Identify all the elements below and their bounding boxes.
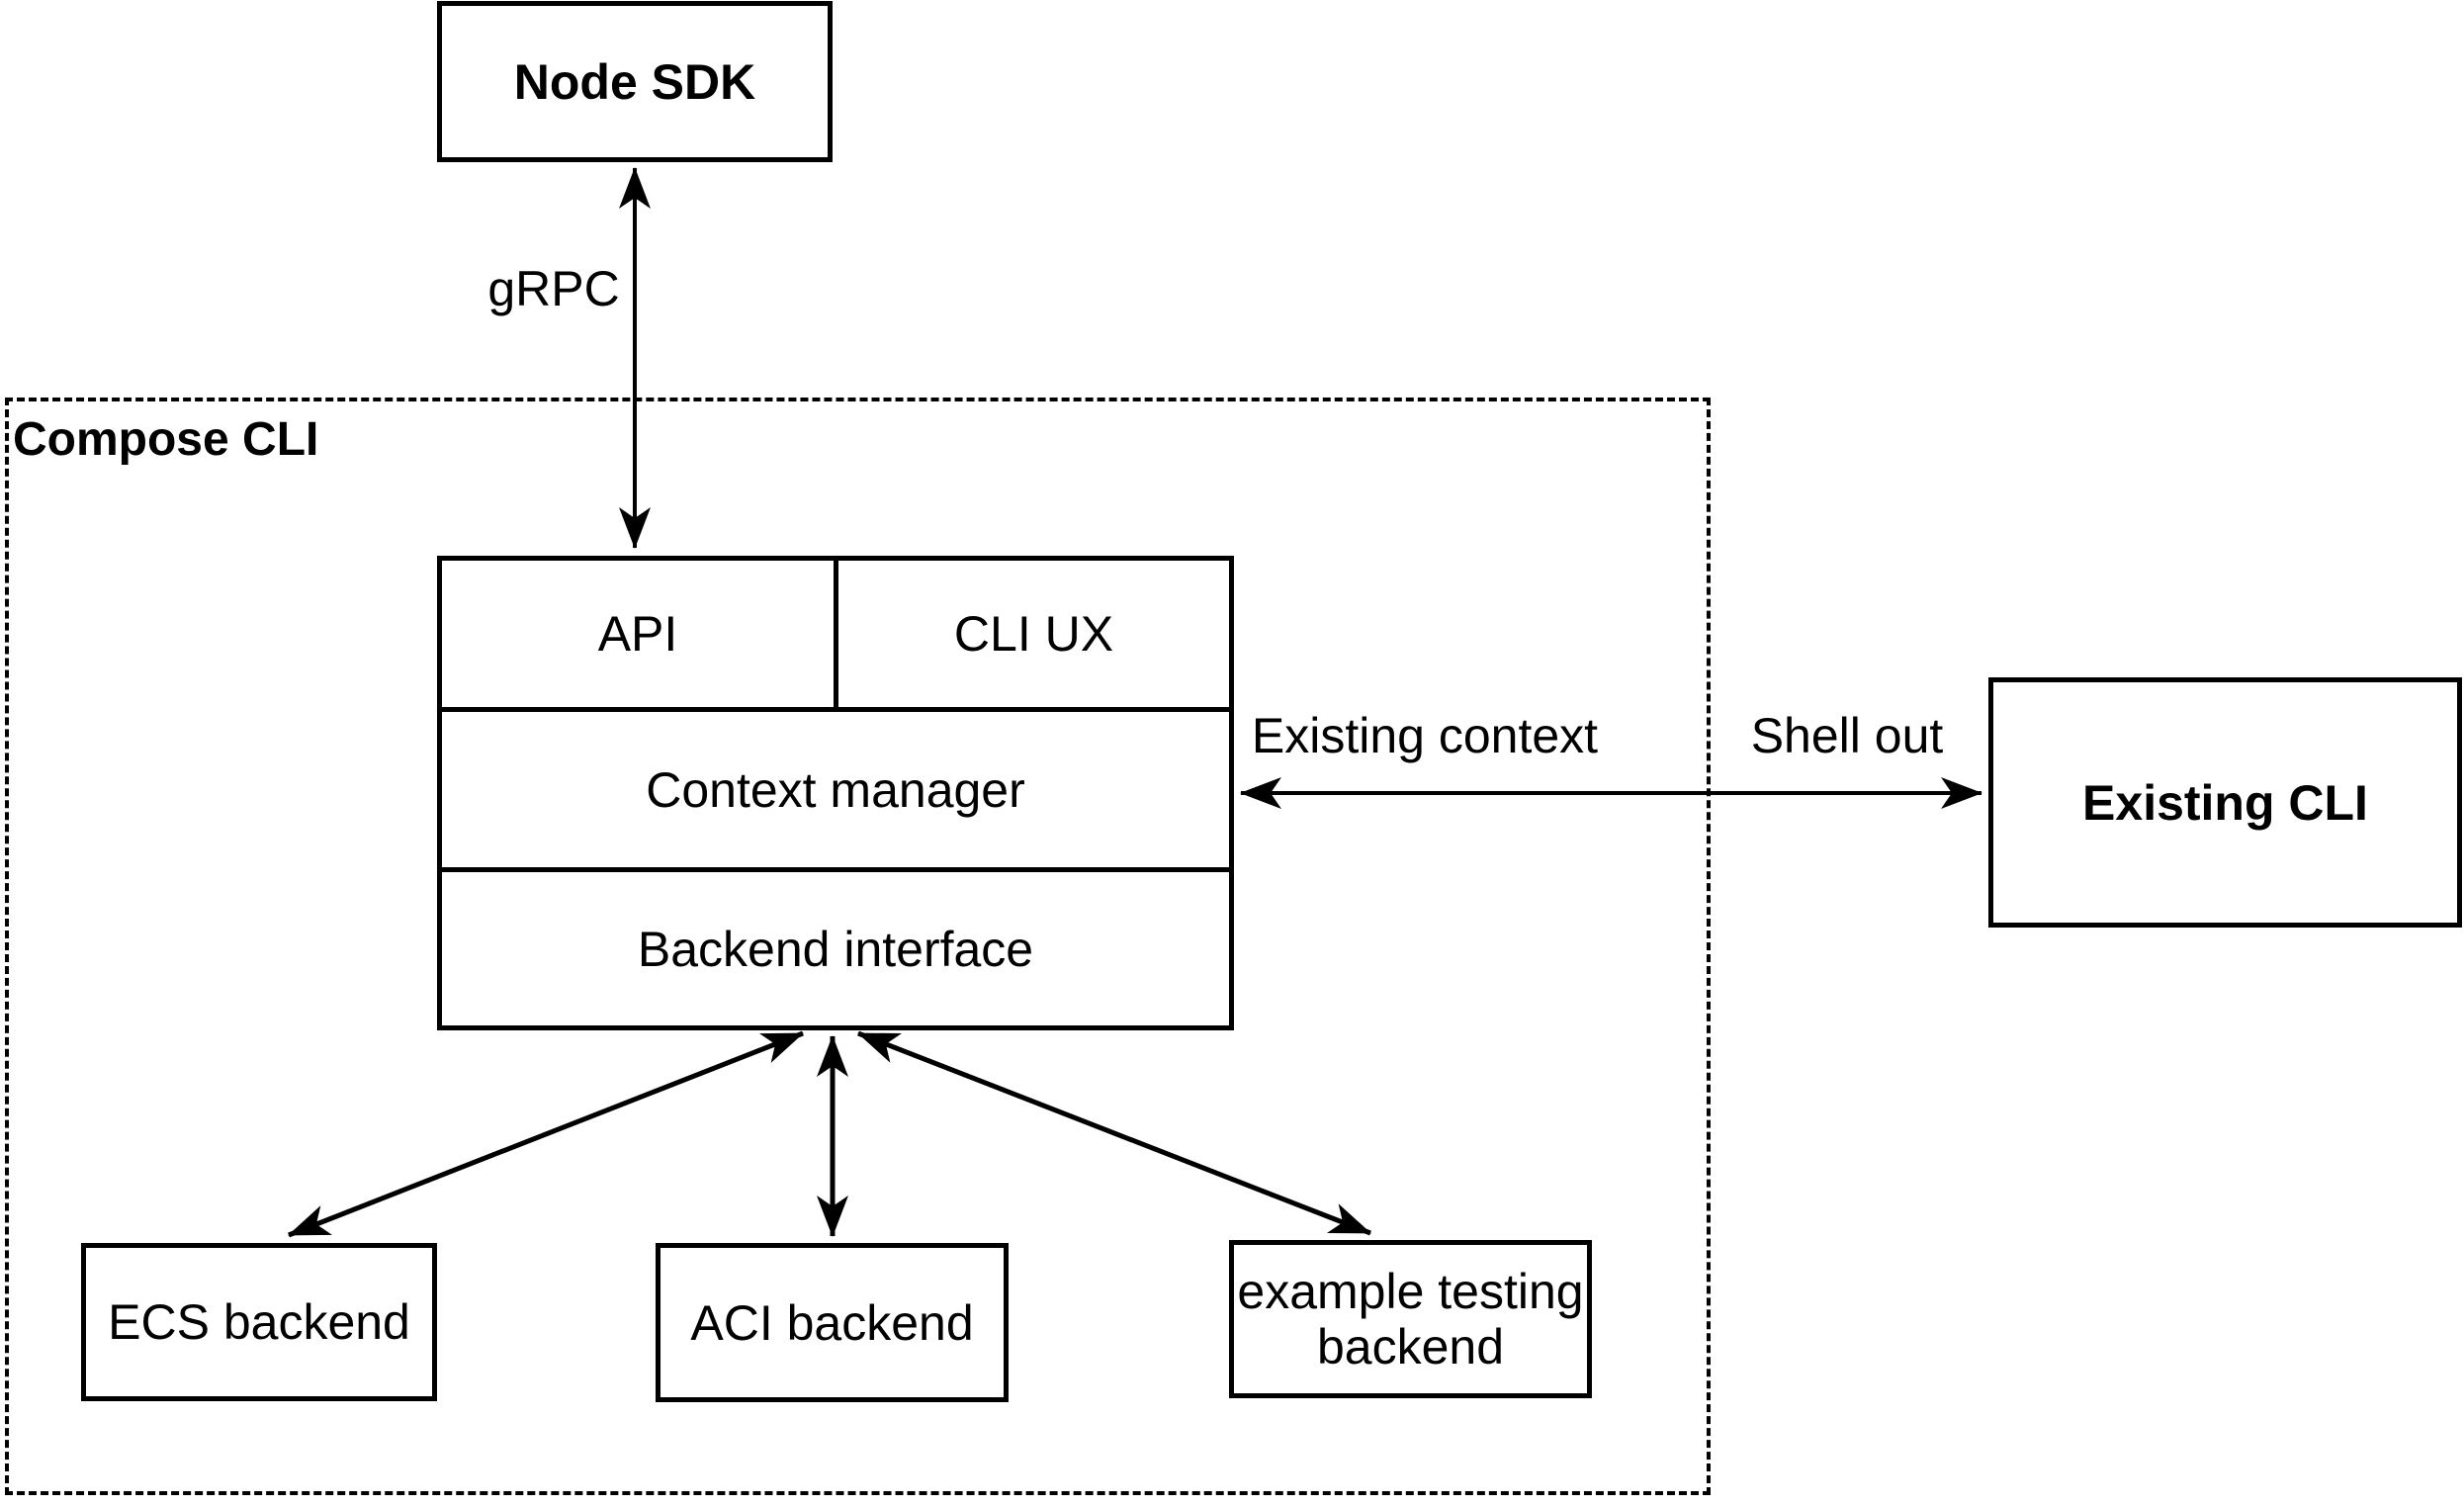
- backend-interface-label: Backend interface: [637, 921, 1034, 977]
- context-manager-cell: Context manager: [442, 712, 1229, 872]
- existing-context-edge-label: Existing context: [1251, 708, 1599, 763]
- cli-ux-cell: CLI UX: [838, 561, 1229, 707]
- context-manager-label: Context manager: [646, 761, 1025, 818]
- ecs-backend-label: ECS backend: [108, 1294, 410, 1350]
- example-testing-backend-box: example testing backend: [1229, 1240, 1592, 1398]
- existing-cli-box: Existing CLI: [1988, 677, 2462, 928]
- shell-out-edge-label: Shell out: [1750, 708, 1944, 763]
- node-sdk-box: Node SDK: [437, 1, 833, 162]
- api-label: API: [597, 606, 678, 662]
- grpc-edge-label: gRPC: [487, 261, 620, 316]
- cli-ux-label: CLI UX: [953, 606, 1114, 662]
- edge-backend-to-ecs: [288, 1030, 804, 1238]
- top-row: API CLI UX: [442, 561, 1229, 712]
- edge-backend-to-example: [857, 1030, 1371, 1236]
- compose-cli-container: Compose CLI: [5, 398, 1711, 1495]
- compose-cli-label: Compose CLI: [13, 413, 319, 466]
- ecs-backend-box: ECS backend: [81, 1243, 437, 1401]
- aci-backend-label: ACI backend: [690, 1294, 974, 1351]
- compose-core-stack: API CLI UX Context manager Backend inter…: [437, 556, 1234, 1030]
- existing-cli-label: Existing CLI: [2082, 774, 2368, 831]
- example-testing-backend-label: example testing backend: [1237, 1264, 1584, 1374]
- node-sdk-label: Node SDK: [513, 53, 756, 110]
- api-cell: API: [442, 561, 838, 707]
- aci-backend-box: ACI backend: [656, 1243, 1009, 1402]
- backend-interface-cell: Backend interface: [442, 872, 1229, 1025]
